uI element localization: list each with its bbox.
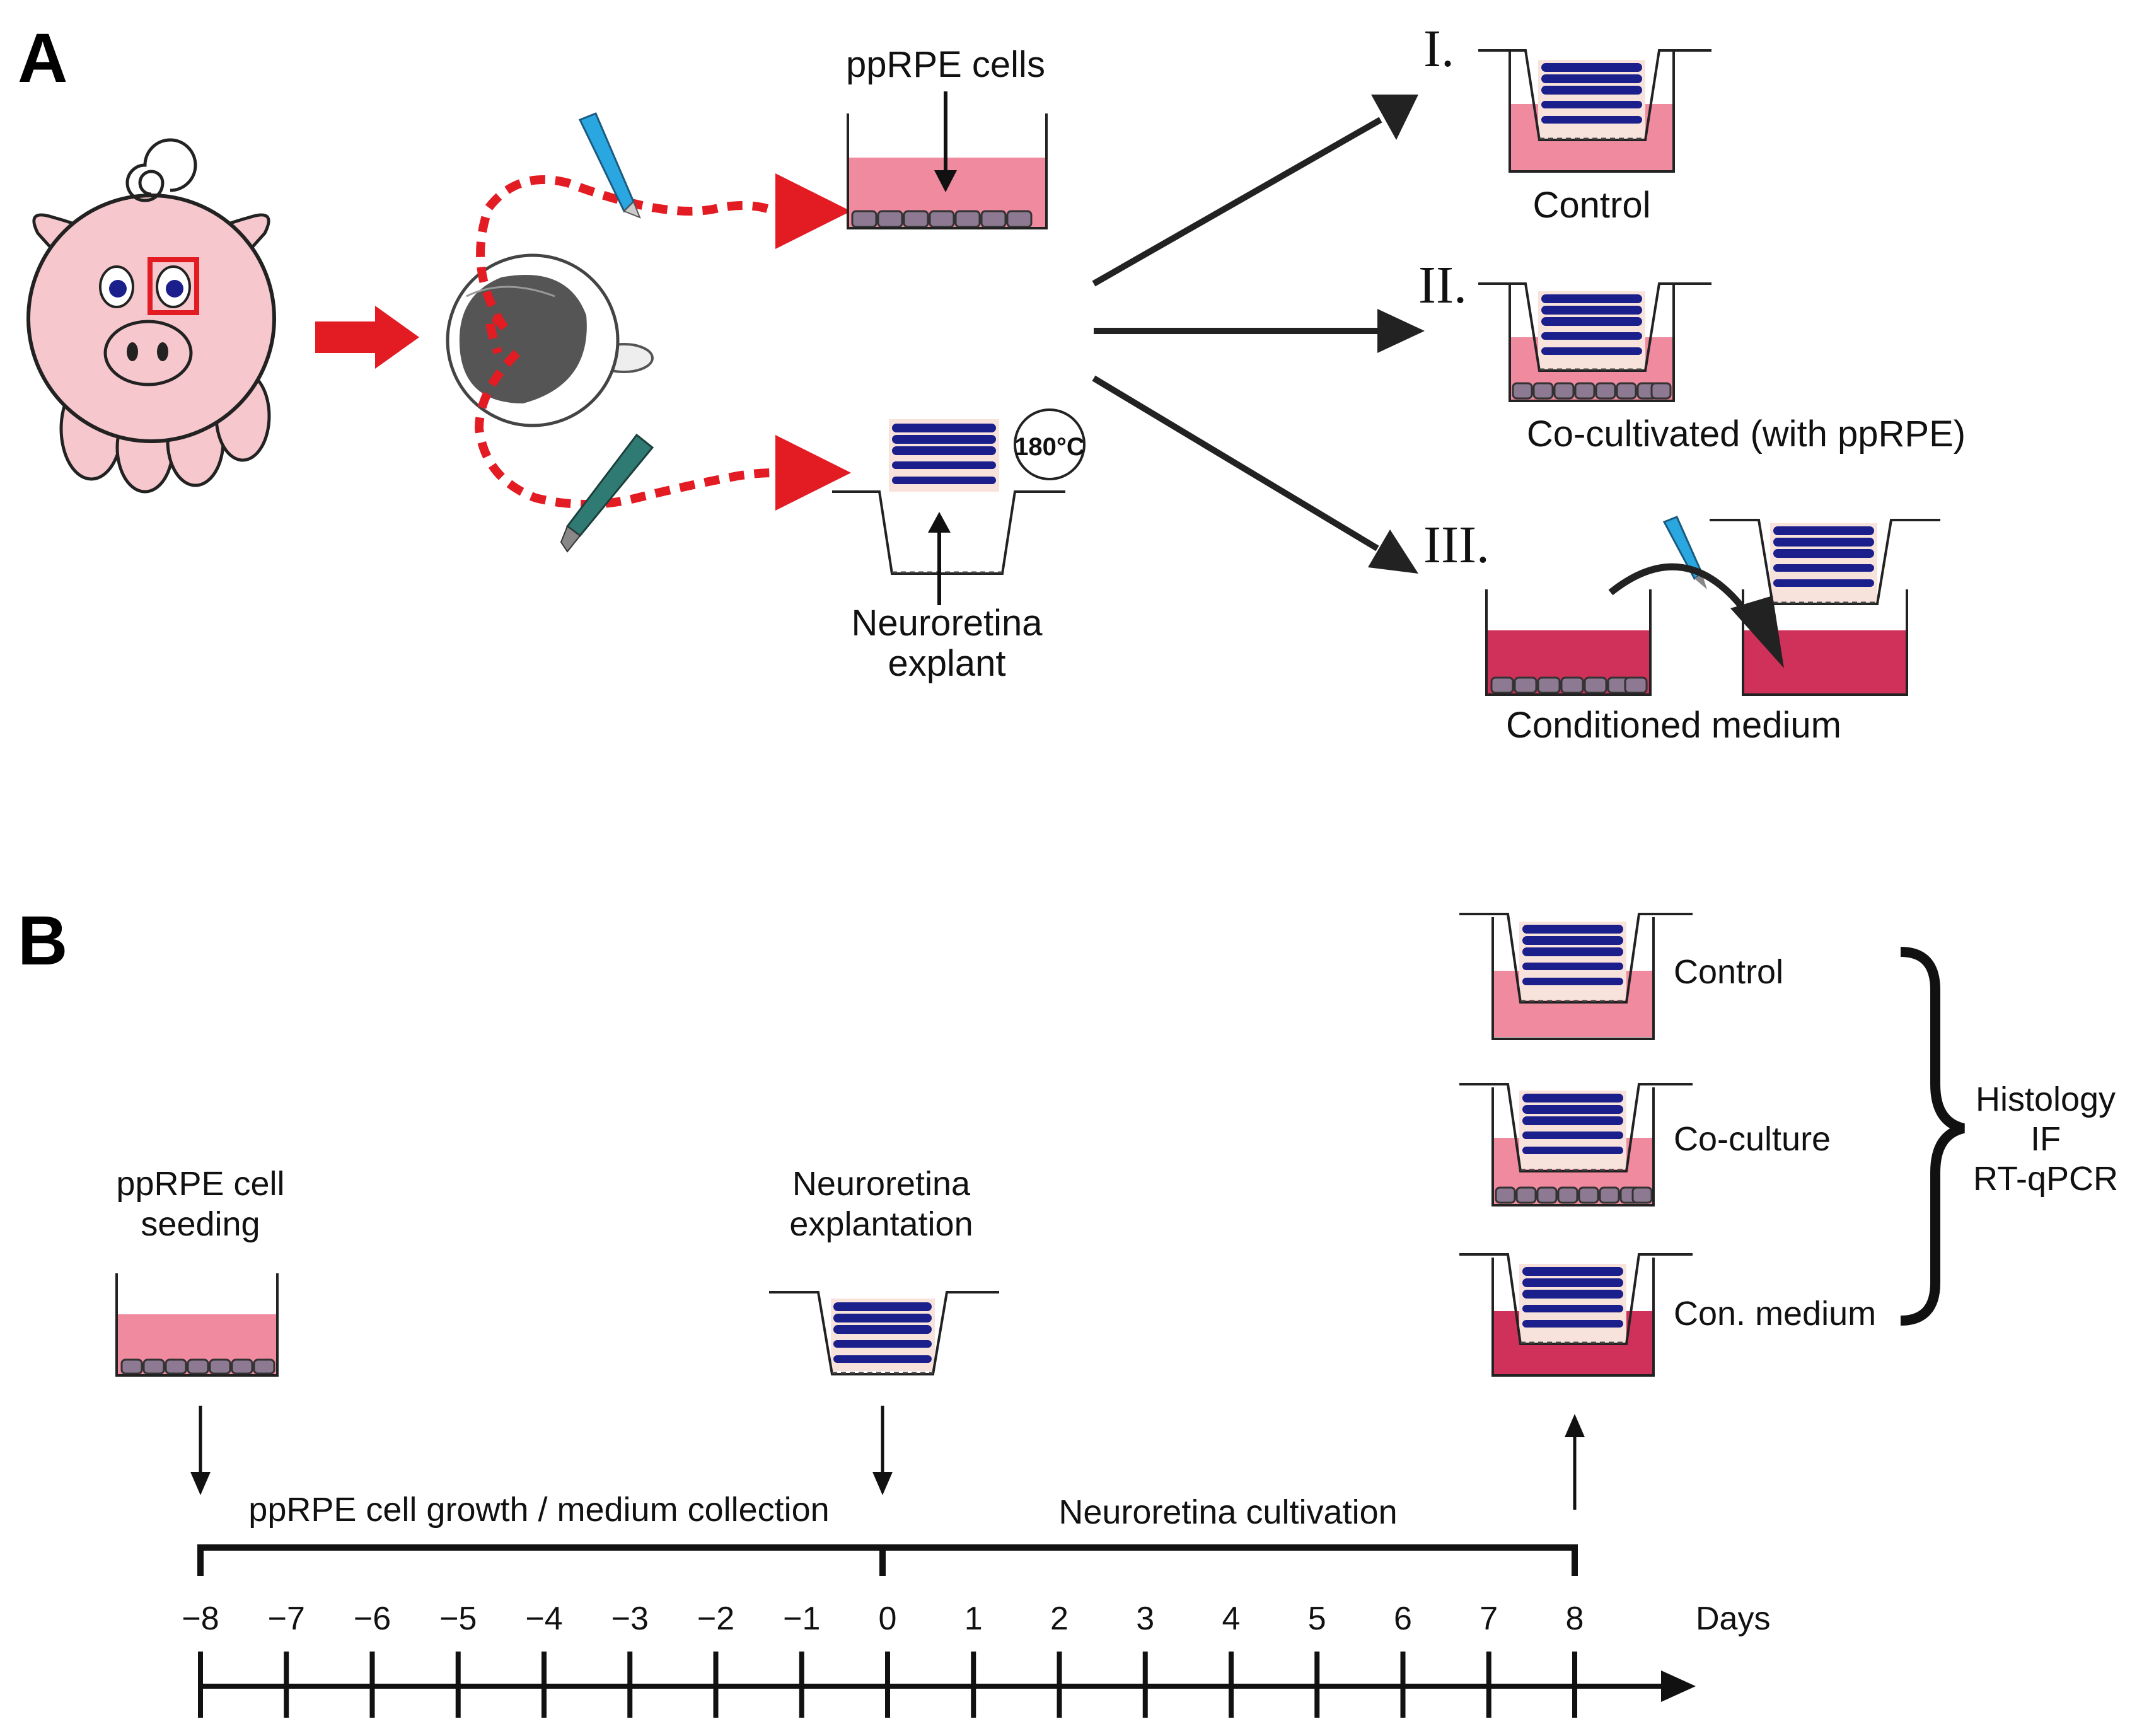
label-explantation-1: Neuroretina — [792, 1165, 971, 1203]
insert-icon — [832, 490, 1065, 575]
dissection-path-upper — [476, 175, 777, 355]
label-phase-growth: ppRPE cell growth / medium collection — [248, 1491, 829, 1529]
day-tick-label: 8 — [1566, 1600, 1584, 1637]
day-tick-label: −8 — [182, 1600, 219, 1637]
day-tick-label: 4 — [1222, 1600, 1241, 1637]
label-condition-conditioned: Conditioned medium — [1506, 705, 1841, 746]
day-tick-label: 3 — [1136, 1600, 1154, 1637]
transfer-arrow — [1608, 563, 1756, 623]
panel-label-b: B — [18, 902, 67, 980]
pipette-icon — [1662, 516, 1707, 589]
label-explantation-2: explantation — [789, 1205, 973, 1243]
label-analysis-if: IF — [2030, 1120, 2061, 1158]
dissection-path-lower — [474, 350, 776, 509]
numeral-ii: II. — [1418, 256, 1467, 315]
well-control-b — [1459, 913, 1693, 1040]
branch-arrows — [1092, 95, 1425, 574]
red-arrow-icon — [315, 306, 419, 369]
day-tick-label: −6 — [354, 1600, 391, 1637]
day-tick-label: 6 — [1394, 1600, 1412, 1637]
well-coculture-b — [1459, 1083, 1693, 1207]
day-tick-label: −2 — [697, 1600, 734, 1637]
day-tick-label: −5 — [439, 1600, 477, 1637]
label-days: Days — [1696, 1600, 1770, 1637]
brace-icon — [1900, 947, 1966, 1326]
scalpel-icon — [578, 112, 641, 219]
day-tick-label: 2 — [1050, 1600, 1068, 1637]
day-tick-label: −1 — [783, 1600, 820, 1637]
label-condition-coculture: Co-cultivated (with ppRPE) — [1527, 414, 1966, 454]
label-analysis-rtqpcr: RT-qPCR — [1973, 1160, 2118, 1198]
phase-bracket — [197, 1544, 1578, 1576]
label-seeding-1: ppRPE cell — [116, 1165, 284, 1203]
label-b-coculture: Co-culture — [1674, 1120, 1831, 1158]
label-condition-control: Control — [1533, 185, 1651, 226]
label-pprpe-cells: ppRPE cells — [846, 44, 1045, 85]
day-tick-label: −7 — [268, 1600, 305, 1637]
pig-icon — [26, 138, 276, 494]
timeline: −8 −7 −6 −5 −4 −3 −2 −1 0 1 2 3 4 5 6 7 8 — [182, 1600, 1696, 1718]
panel-label-a: A — [18, 20, 67, 97]
label-analysis-histology: Histology — [1976, 1080, 2116, 1118]
explant-icon — [889, 419, 999, 492]
well-conditioned-b — [1459, 1253, 1693, 1377]
lower-red-arrowhead — [775, 435, 851, 511]
eye-cup-icon — [446, 253, 654, 427]
numeral-i: I. — [1423, 20, 1454, 78]
insert-conditioned-a — [1710, 519, 1940, 605]
label-seeding-2: seeding — [141, 1205, 260, 1243]
day-tick-label: 7 — [1480, 1600, 1498, 1637]
label-phase-cultivation: Neuroretina cultivation — [1058, 1493, 1397, 1531]
upper-red-arrowhead — [775, 173, 851, 249]
day-tick-label: −4 — [525, 1600, 562, 1637]
day-tick-label: −3 — [611, 1600, 649, 1637]
insert-explantation — [769, 1291, 999, 1375]
well-coculture-a — [1478, 282, 1711, 402]
day-tick-label: 0 — [879, 1600, 897, 1637]
timeline-arrowhead — [1661, 1670, 1696, 1702]
well-rpe-medium-source — [1485, 589, 1652, 696]
forceps-icon — [560, 433, 654, 553]
well-control-a — [1478, 49, 1711, 173]
culture-well-seeding — [115, 1273, 279, 1377]
rotate-icon: 180°C — [1014, 408, 1086, 480]
label-explant: explant — [888, 643, 1005, 684]
label-b-conditioned: Con. medium — [1674, 1295, 1876, 1333]
day-tick-label: 5 — [1308, 1600, 1326, 1637]
label-neuroretina: Neuroretina — [851, 603, 1043, 644]
numeral-iii: III. — [1423, 516, 1490, 574]
rotation-label: 180°C — [1014, 433, 1085, 461]
label-b-control: Control — [1674, 953, 1783, 991]
day-tick-label: 1 — [964, 1600, 983, 1637]
